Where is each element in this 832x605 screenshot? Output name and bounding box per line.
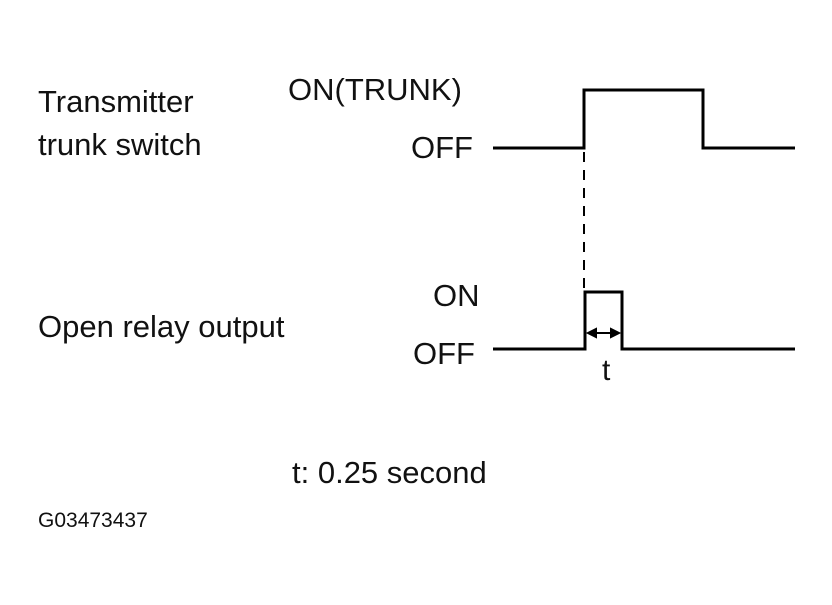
signal-2-low-state: OFF — [413, 336, 475, 371]
signal-2-label: Open relay output — [38, 309, 285, 344]
signal-2-high-state: ON — [433, 278, 480, 313]
signal-1-waveform — [493, 88, 795, 150]
timing-note: t: 0.25 second — [292, 455, 487, 490]
signal-1-label-line-1: Transmitter — [38, 84, 194, 119]
signal-1-low-state: OFF — [411, 130, 473, 165]
pulse-width-dimension — [585, 327, 622, 339]
signal-1-high-state: ON(TRUNK) — [288, 72, 462, 107]
signal-2-waveform — [493, 290, 795, 351]
signal-1-label-line-2: trunk switch — [38, 127, 202, 162]
figure-id: G03473437 — [38, 509, 148, 532]
pulse-width-label: t — [602, 354, 611, 387]
